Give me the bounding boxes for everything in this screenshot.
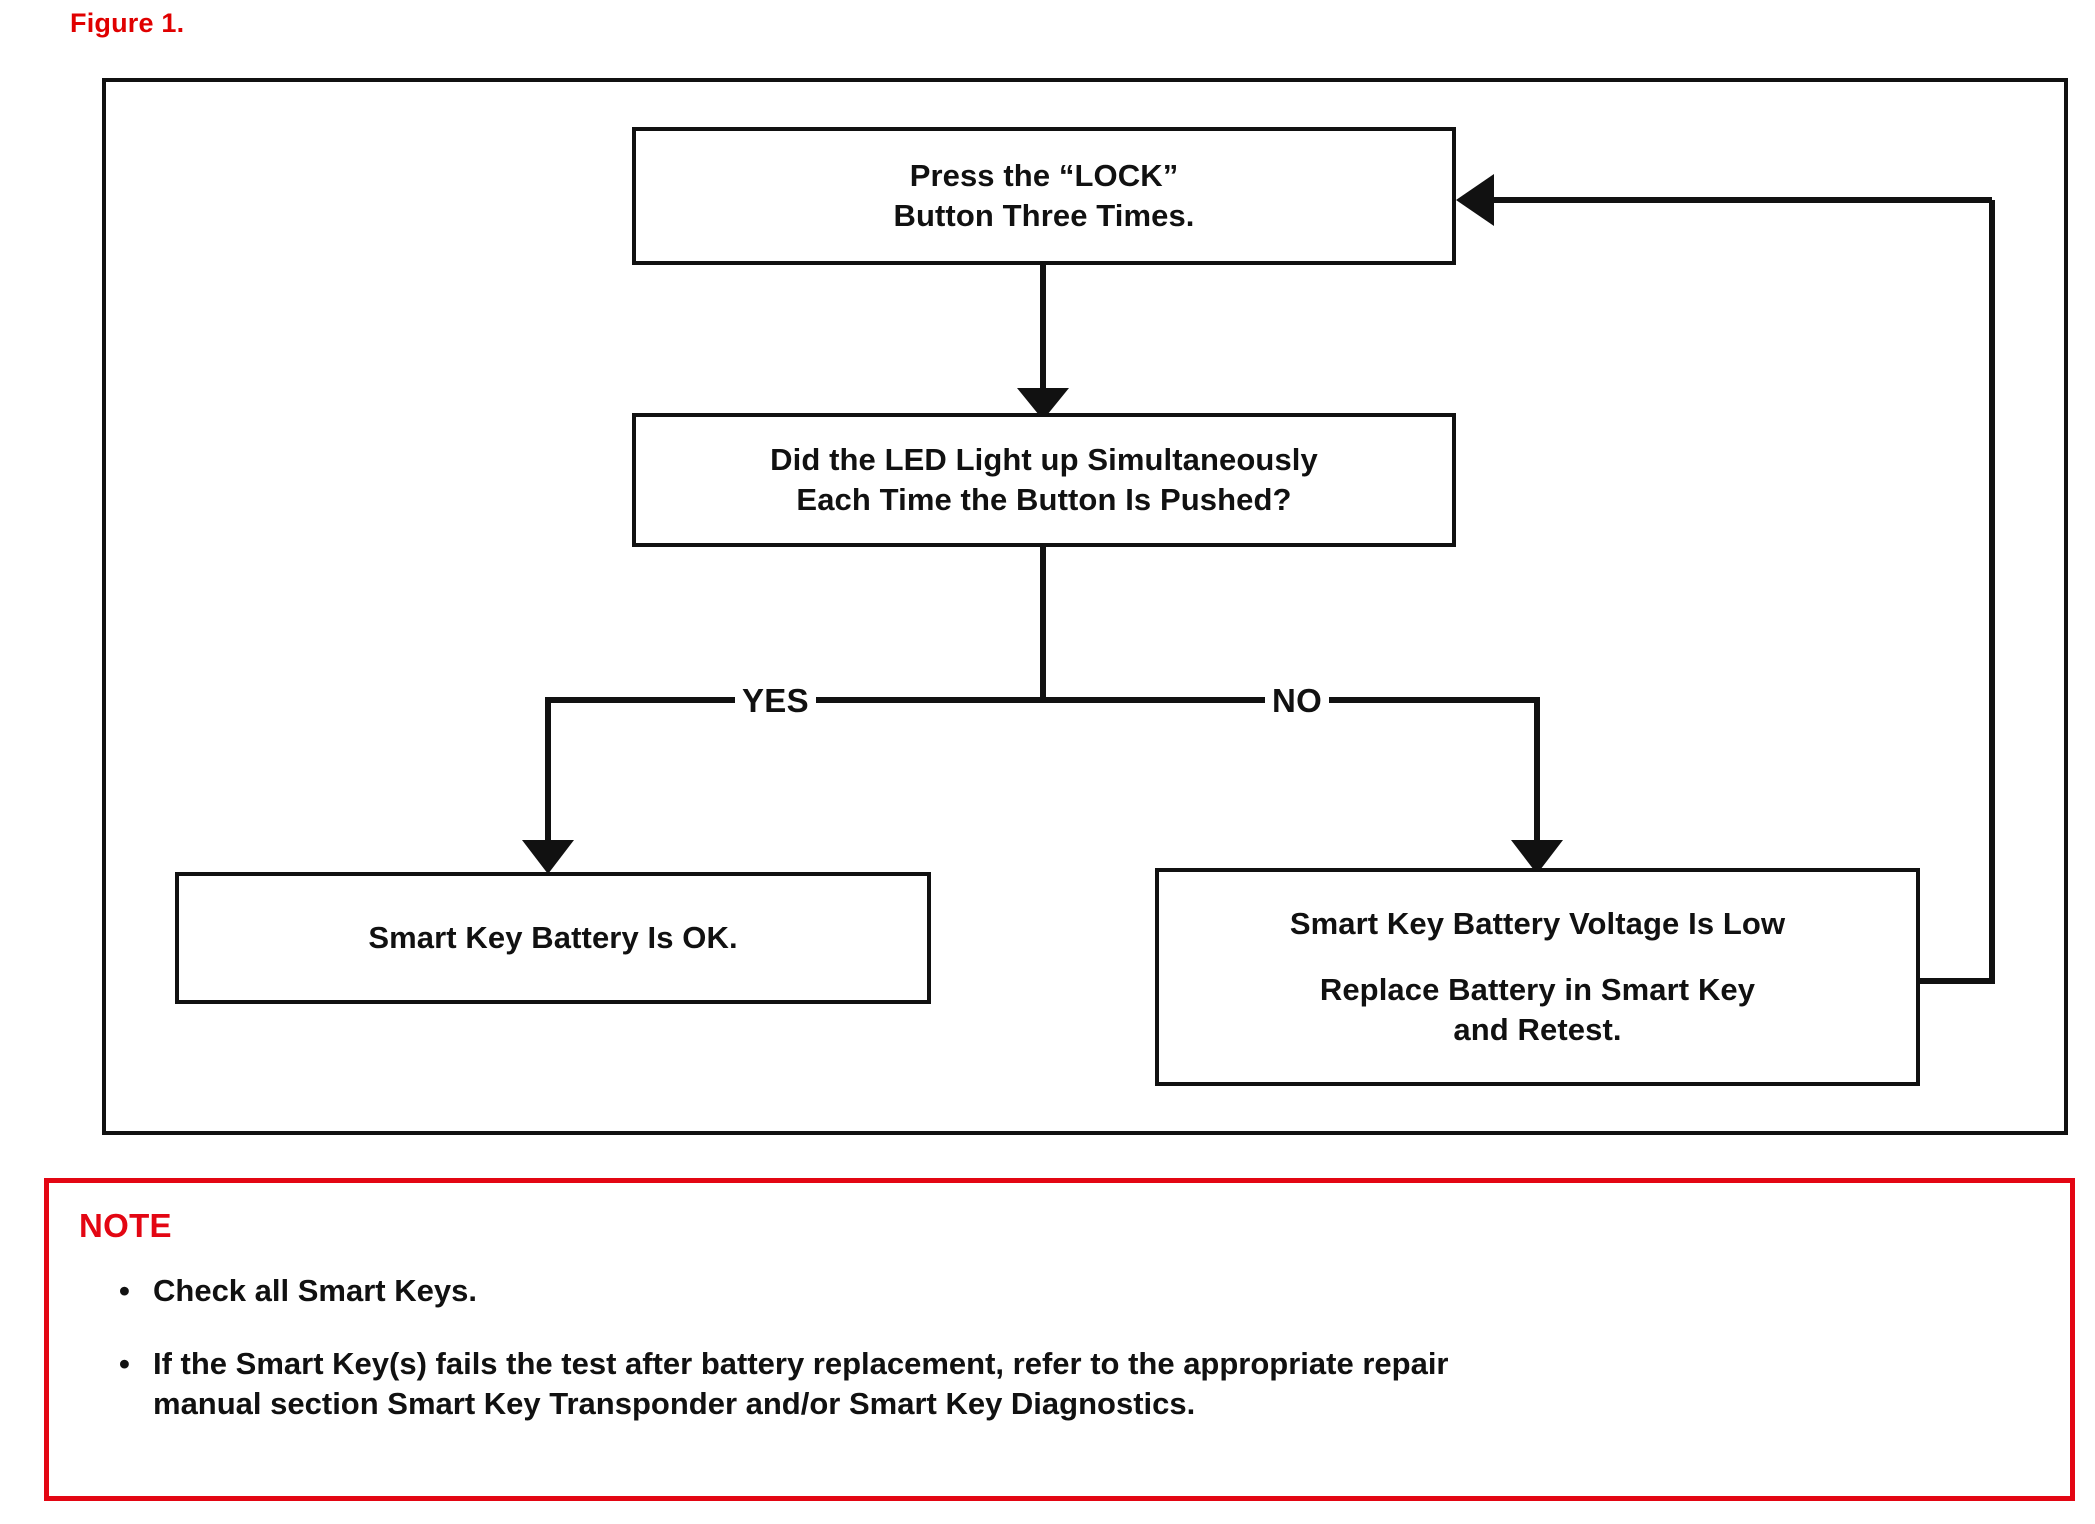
figure-caption: Figure 1.	[70, 8, 185, 38]
flow-box-press-lock: Press the “LOCK” Button Three Times.	[632, 127, 1456, 265]
note-panel: NOTE • Check all Smart Keys. • If the Sm…	[44, 1178, 2075, 1501]
flow-box-battery-low: Smart Key Battery Voltage Is Low Replace…	[1155, 868, 1920, 1086]
branch-label-yes: YES	[735, 684, 816, 717]
flow-box-battery-low-line2: Replace Battery in Smart Key	[1319, 972, 1756, 1008]
flow-box-press-lock-line1: Press the “LOCK”	[909, 158, 1179, 194]
flow-box-battery-low-line3: and Retest.	[1453, 1011, 1622, 1047]
note-list-item: • If the Smart Key(s) fails the test aft…	[119, 1344, 2040, 1423]
bullet-icon: •	[119, 1346, 130, 1382]
note-list-item-text: If the Smart Key(s) fails the test after…	[153, 1344, 2040, 1423]
note-item-2-line2: manual section Smart Key Transponder and…	[153, 1385, 1196, 1421]
flow-box-battery-ok: Smart Key Battery Is OK.	[175, 872, 931, 1004]
flow-box-battery-ok-line1: Smart Key Battery Is OK.	[368, 920, 738, 956]
note-list-item-text: Check all Smart Keys.	[153, 1271, 2040, 1310]
bullet-icon: •	[119, 1273, 130, 1308]
note-item-2-line1: If the Smart Key(s) fails the test after…	[153, 1346, 1449, 1382]
note-list-item: • Check all Smart Keys.	[119, 1271, 2040, 1310]
flow-box-led-question-line2: Each Time the Button Is Pushed?	[796, 482, 1292, 517]
note-item-1-line1: Check all Smart Keys.	[153, 1273, 477, 1308]
flow-box-press-lock-line2: Button Three Times.	[893, 198, 1195, 233]
flow-box-battery-low-line1: Smart Key Battery Voltage Is Low	[1289, 906, 1786, 942]
flow-box-led-question-line1: Did the LED Light up Simultaneously	[770, 442, 1318, 478]
note-heading: NOTE	[79, 1207, 172, 1244]
branch-label-no: NO	[1265, 684, 1330, 717]
flow-box-led-question: Did the LED Light up Simultaneously Each…	[632, 413, 1456, 547]
